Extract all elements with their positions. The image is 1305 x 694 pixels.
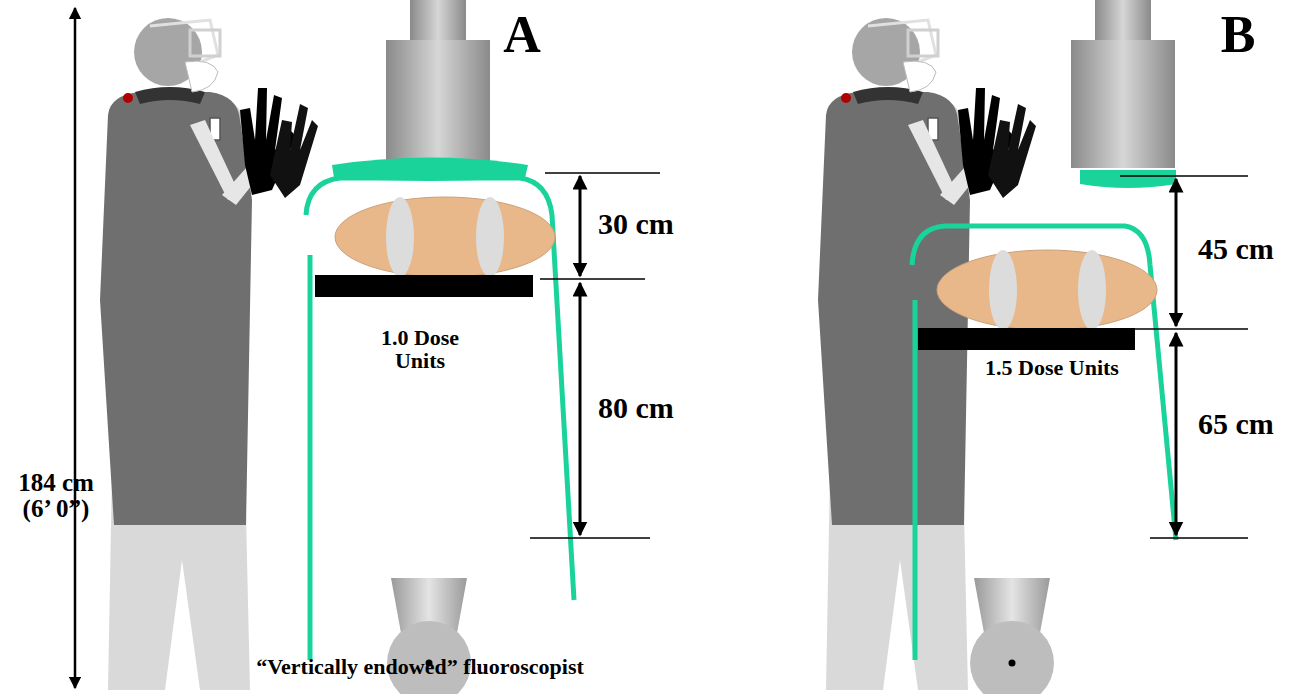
dimension-label: 45 cm bbox=[1198, 233, 1274, 265]
panel-letter: B bbox=[1221, 8, 1256, 63]
dimension-label: 30 cm bbox=[598, 208, 674, 240]
caption-note: “Vertically endowed” fluoroscopist bbox=[256, 655, 584, 678]
dimension-label: 80 cm bbox=[598, 392, 674, 424]
dose-label: 1.0 Dose Units bbox=[365, 326, 475, 372]
height-label: 184 cm (6’ 0”) bbox=[6, 470, 106, 523]
dimension-label: 65 cm bbox=[1198, 408, 1274, 440]
dose-label: 1.5 Dose Units bbox=[985, 356, 1119, 379]
panel-letter: A bbox=[503, 8, 541, 63]
